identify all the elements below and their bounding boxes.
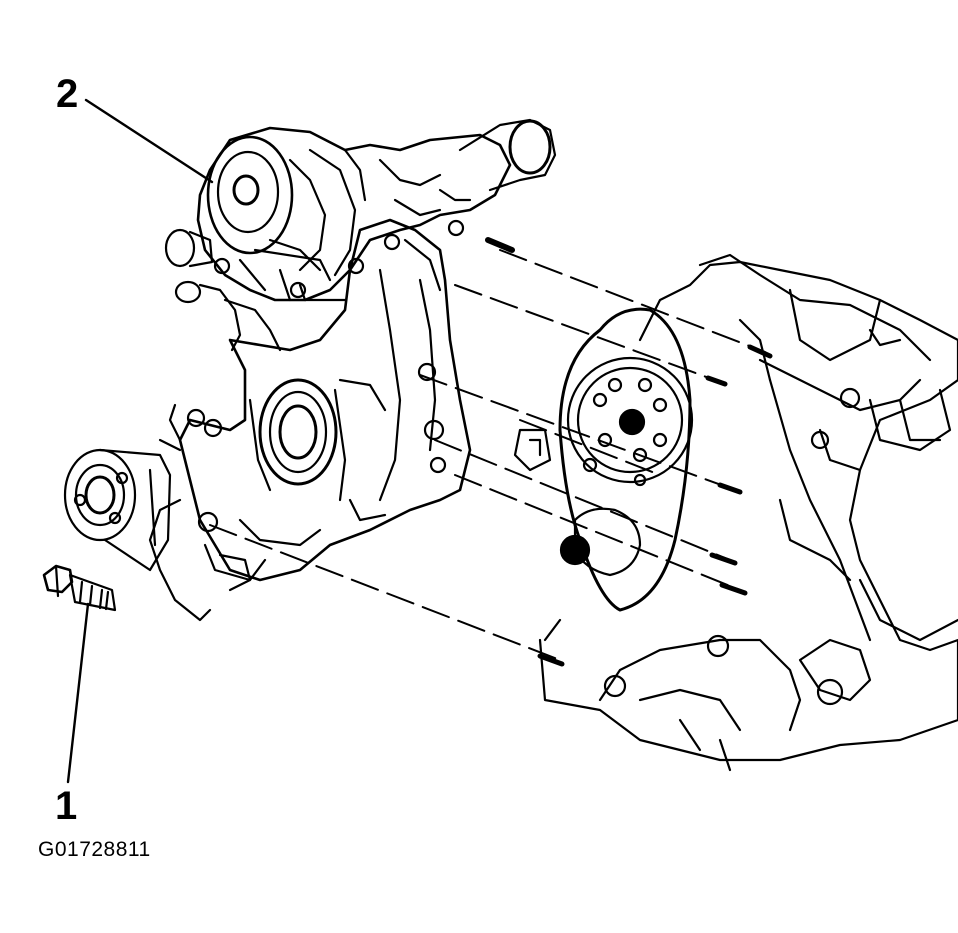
alignment-lines <box>209 249 766 661</box>
leader-line-1 <box>66 602 90 784</box>
engine-block <box>538 253 958 772</box>
timing-chain-assembly <box>513 307 694 612</box>
leader-line-2 <box>84 98 214 184</box>
water-pump <box>164 118 557 352</box>
engine-front-cover <box>148 218 472 622</box>
crankshaft-damper <box>63 448 172 572</box>
figure-id: G01728811 <box>38 838 151 861</box>
callout-2: 2 <box>56 72 79 116</box>
callout-1: 1 <box>55 784 78 828</box>
cover-bolt <box>42 564 117 612</box>
